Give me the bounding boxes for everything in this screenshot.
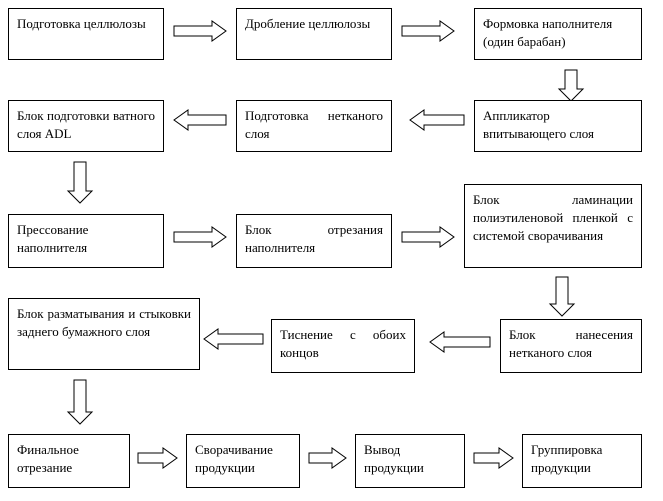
arrow-left (429, 331, 491, 353)
step-label: Формовка наполнителя (один барабан) (483, 16, 613, 49)
step-label: Финальное отрезание (17, 442, 79, 475)
step-filler-pressing: Прессование наполнителя (8, 214, 164, 268)
arrow-right (137, 447, 178, 469)
step-label: Дробление целлюлозы (245, 16, 371, 31)
arrow-down (66, 161, 94, 204)
step-label: Вывод продукции (364, 442, 424, 475)
arrow-right (308, 447, 347, 469)
step-nonwoven-prep: Подготовка нетканого слоя (236, 100, 392, 152)
arrow-right (173, 20, 227, 42)
step-label: Блок нанесения нетканого слоя (509, 327, 633, 360)
step-label: Блок разматывания и стыковки заднего бум… (17, 306, 191, 339)
arrow-down (66, 379, 94, 425)
step-product-output: Вывод продукции (355, 434, 465, 488)
step-label: Подготовка нетканого слоя (245, 108, 383, 141)
step-label: Тиснение с обоих концов (280, 327, 406, 360)
step-label: Блок ламинации полиэтиленовой пленкой с … (473, 192, 633, 243)
arrow-right (401, 226, 455, 248)
step-label: Сворачивание продукции (195, 442, 273, 475)
step-label: Блок подготовки ватного слоя ADL (17, 108, 155, 141)
step-film-lamination: Блок ламинации полиэтиленовой пленкой с … (464, 184, 642, 268)
arrow-right (473, 447, 514, 469)
step-product-grouping: Группировка продукции (522, 434, 642, 488)
arrow-left (409, 109, 465, 131)
step-back-paper-unwind: Блок разматывания и стыковки заднего бум… (8, 298, 200, 370)
step-label: Группировка продукции (531, 442, 603, 475)
step-filler-forming: Формовка наполнителя (один барабан) (474, 8, 642, 60)
arrow-left (203, 328, 264, 350)
arrow-down (548, 276, 576, 317)
step-nonwoven-apply: Блок нанесения нетканого слоя (500, 319, 642, 373)
step-product-folding: Сворачивание продукции (186, 434, 300, 488)
step-absorbent-applicator: Аппликатор впитывающего слоя (474, 100, 642, 152)
step-embossing: Тиснение с обоих концов (271, 319, 415, 373)
step-final-cut: Финальное отрезание (8, 434, 130, 488)
step-label: Подготовка целлюлозы (17, 16, 146, 31)
arrow-right (401, 20, 455, 42)
step-filler-cutting: Блок отрезания наполнителя (236, 214, 392, 268)
arrow-down (557, 69, 585, 102)
step-cellulose-crush: Дробление целлюлозы (236, 8, 392, 60)
step-adl-prep: Блок подготовки ватного слоя ADL (8, 100, 164, 152)
step-label: Прессование наполнителя (17, 222, 89, 255)
arrow-right (173, 226, 227, 248)
step-label: Блок отрезания наполнителя (245, 222, 383, 255)
step-cellulose-prep: Подготовка целлюлозы (8, 8, 164, 60)
step-label: Аппликатор впитывающего слоя (483, 108, 594, 141)
arrow-left (173, 109, 227, 131)
